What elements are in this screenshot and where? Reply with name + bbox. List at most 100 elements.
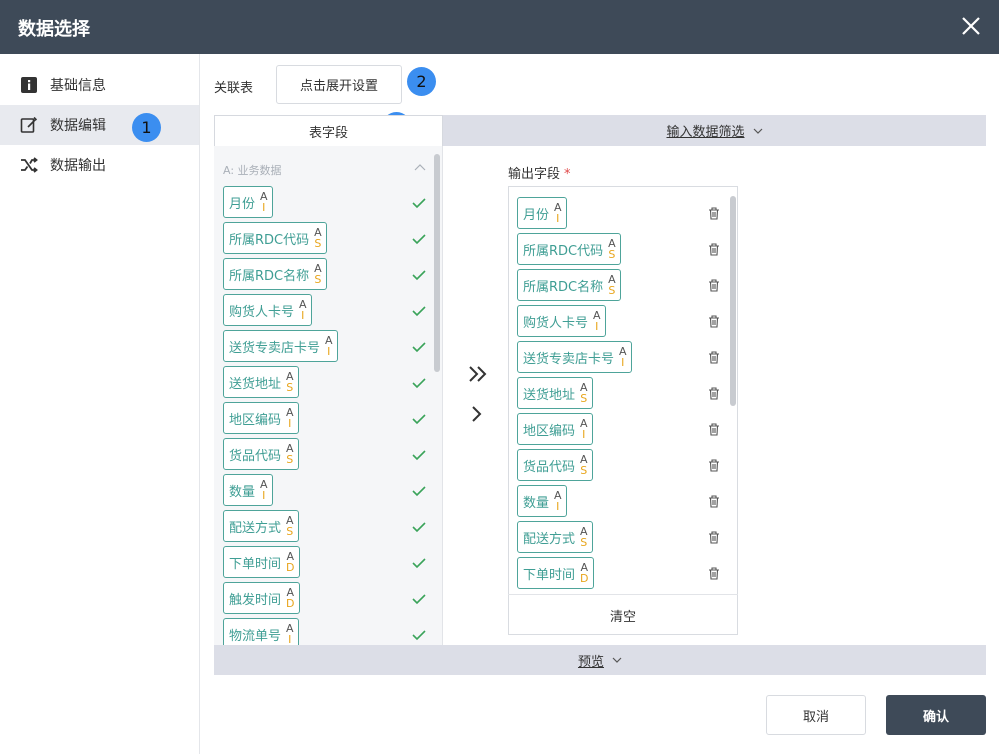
clear-button[interactable]: 清空 [508,594,738,635]
field-type: I [582,428,586,441]
field-type: S [286,453,294,466]
field-name: 送货专卖店卡号 [523,351,615,367]
field-type: I [621,356,625,369]
field-alias: A [314,262,322,275]
trash-icon[interactable] [708,387,720,400]
scrollbar[interactable] [434,154,440,372]
field-name: 物流单号 [229,628,282,644]
field-alias: A [554,201,562,214]
trash-icon[interactable] [708,423,720,436]
field-alias: A [580,453,588,466]
tab-input-filter[interactable]: 输入数据筛选 [443,115,986,146]
tab-table-fields[interactable]: 表字段 [214,115,443,146]
chevron-right-icon[interactable] [469,403,485,425]
preview-toggle[interactable]: 预览 [214,645,986,675]
trash-icon[interactable] [708,207,720,220]
trash-icon[interactable] [708,495,720,508]
sidebar-item-data-output[interactable]: 数据输出 [0,145,199,185]
trash-icon[interactable] [708,315,720,328]
field-name: 配送方式 [523,531,576,547]
trash-icon[interactable] [708,351,720,364]
field-alias: A [260,190,268,203]
cancel-button[interactable]: 取消 [766,695,866,735]
trash-icon[interactable] [708,243,720,256]
sidebar-item-label: 数据输出 [50,158,106,174]
sidebar-item-data-edit[interactable]: 数据编辑 [0,105,199,145]
trash-icon[interactable] [708,459,720,472]
field-alias: A [608,237,616,250]
check-icon [412,630,426,641]
shuffle-icon [20,156,38,174]
field-name: 所属RDC名称 [523,279,604,295]
output-fields-label-text: 输出字段 [508,167,561,182]
scrollbar[interactable] [730,196,736,406]
close-icon[interactable] [959,14,983,38]
field-type: I [288,633,292,645]
field-alias: A [286,514,294,527]
field-type: S [314,237,322,250]
field-alias: A [580,417,588,430]
field-type: I [262,201,266,214]
sidebar-item-basic-info[interactable]: 基础信息 [0,65,199,105]
field-name: 购货人卡号 [229,304,295,320]
sidebar-item-label: 基础信息 [50,78,106,94]
field-alias: A [580,381,588,394]
relation-label: 关联表 [214,81,254,96]
check-icon [412,522,426,533]
field-type: I [288,417,292,430]
field-alias: A [286,406,294,419]
field-alias: A [286,442,294,455]
edit-icon [20,116,38,134]
chevron-down-icon [753,128,762,134]
check-icon [412,342,426,353]
field-name: 月份 [523,207,550,223]
expand-settings-button[interactable]: 点击展开设置 [276,65,402,104]
double-chevron-right-icon[interactable] [467,363,489,385]
trash-icon[interactable] [708,279,720,292]
field-name: 配送方式 [229,520,282,536]
output-fields-label: 输出字段* [508,163,571,182]
chevron-up-icon[interactable] [414,162,426,172]
check-icon [412,594,426,605]
trash-icon[interactable] [708,531,720,544]
trash-icon[interactable] [708,567,720,580]
check-icon [412,198,426,209]
field-name: 所属RDC代码 [523,243,604,259]
field-type: S [580,464,588,477]
field-name: 送货专卖店卡号 [229,340,321,356]
field-name: 地区编码 [229,412,282,428]
confirm-button[interactable]: 确认 [886,695,986,735]
